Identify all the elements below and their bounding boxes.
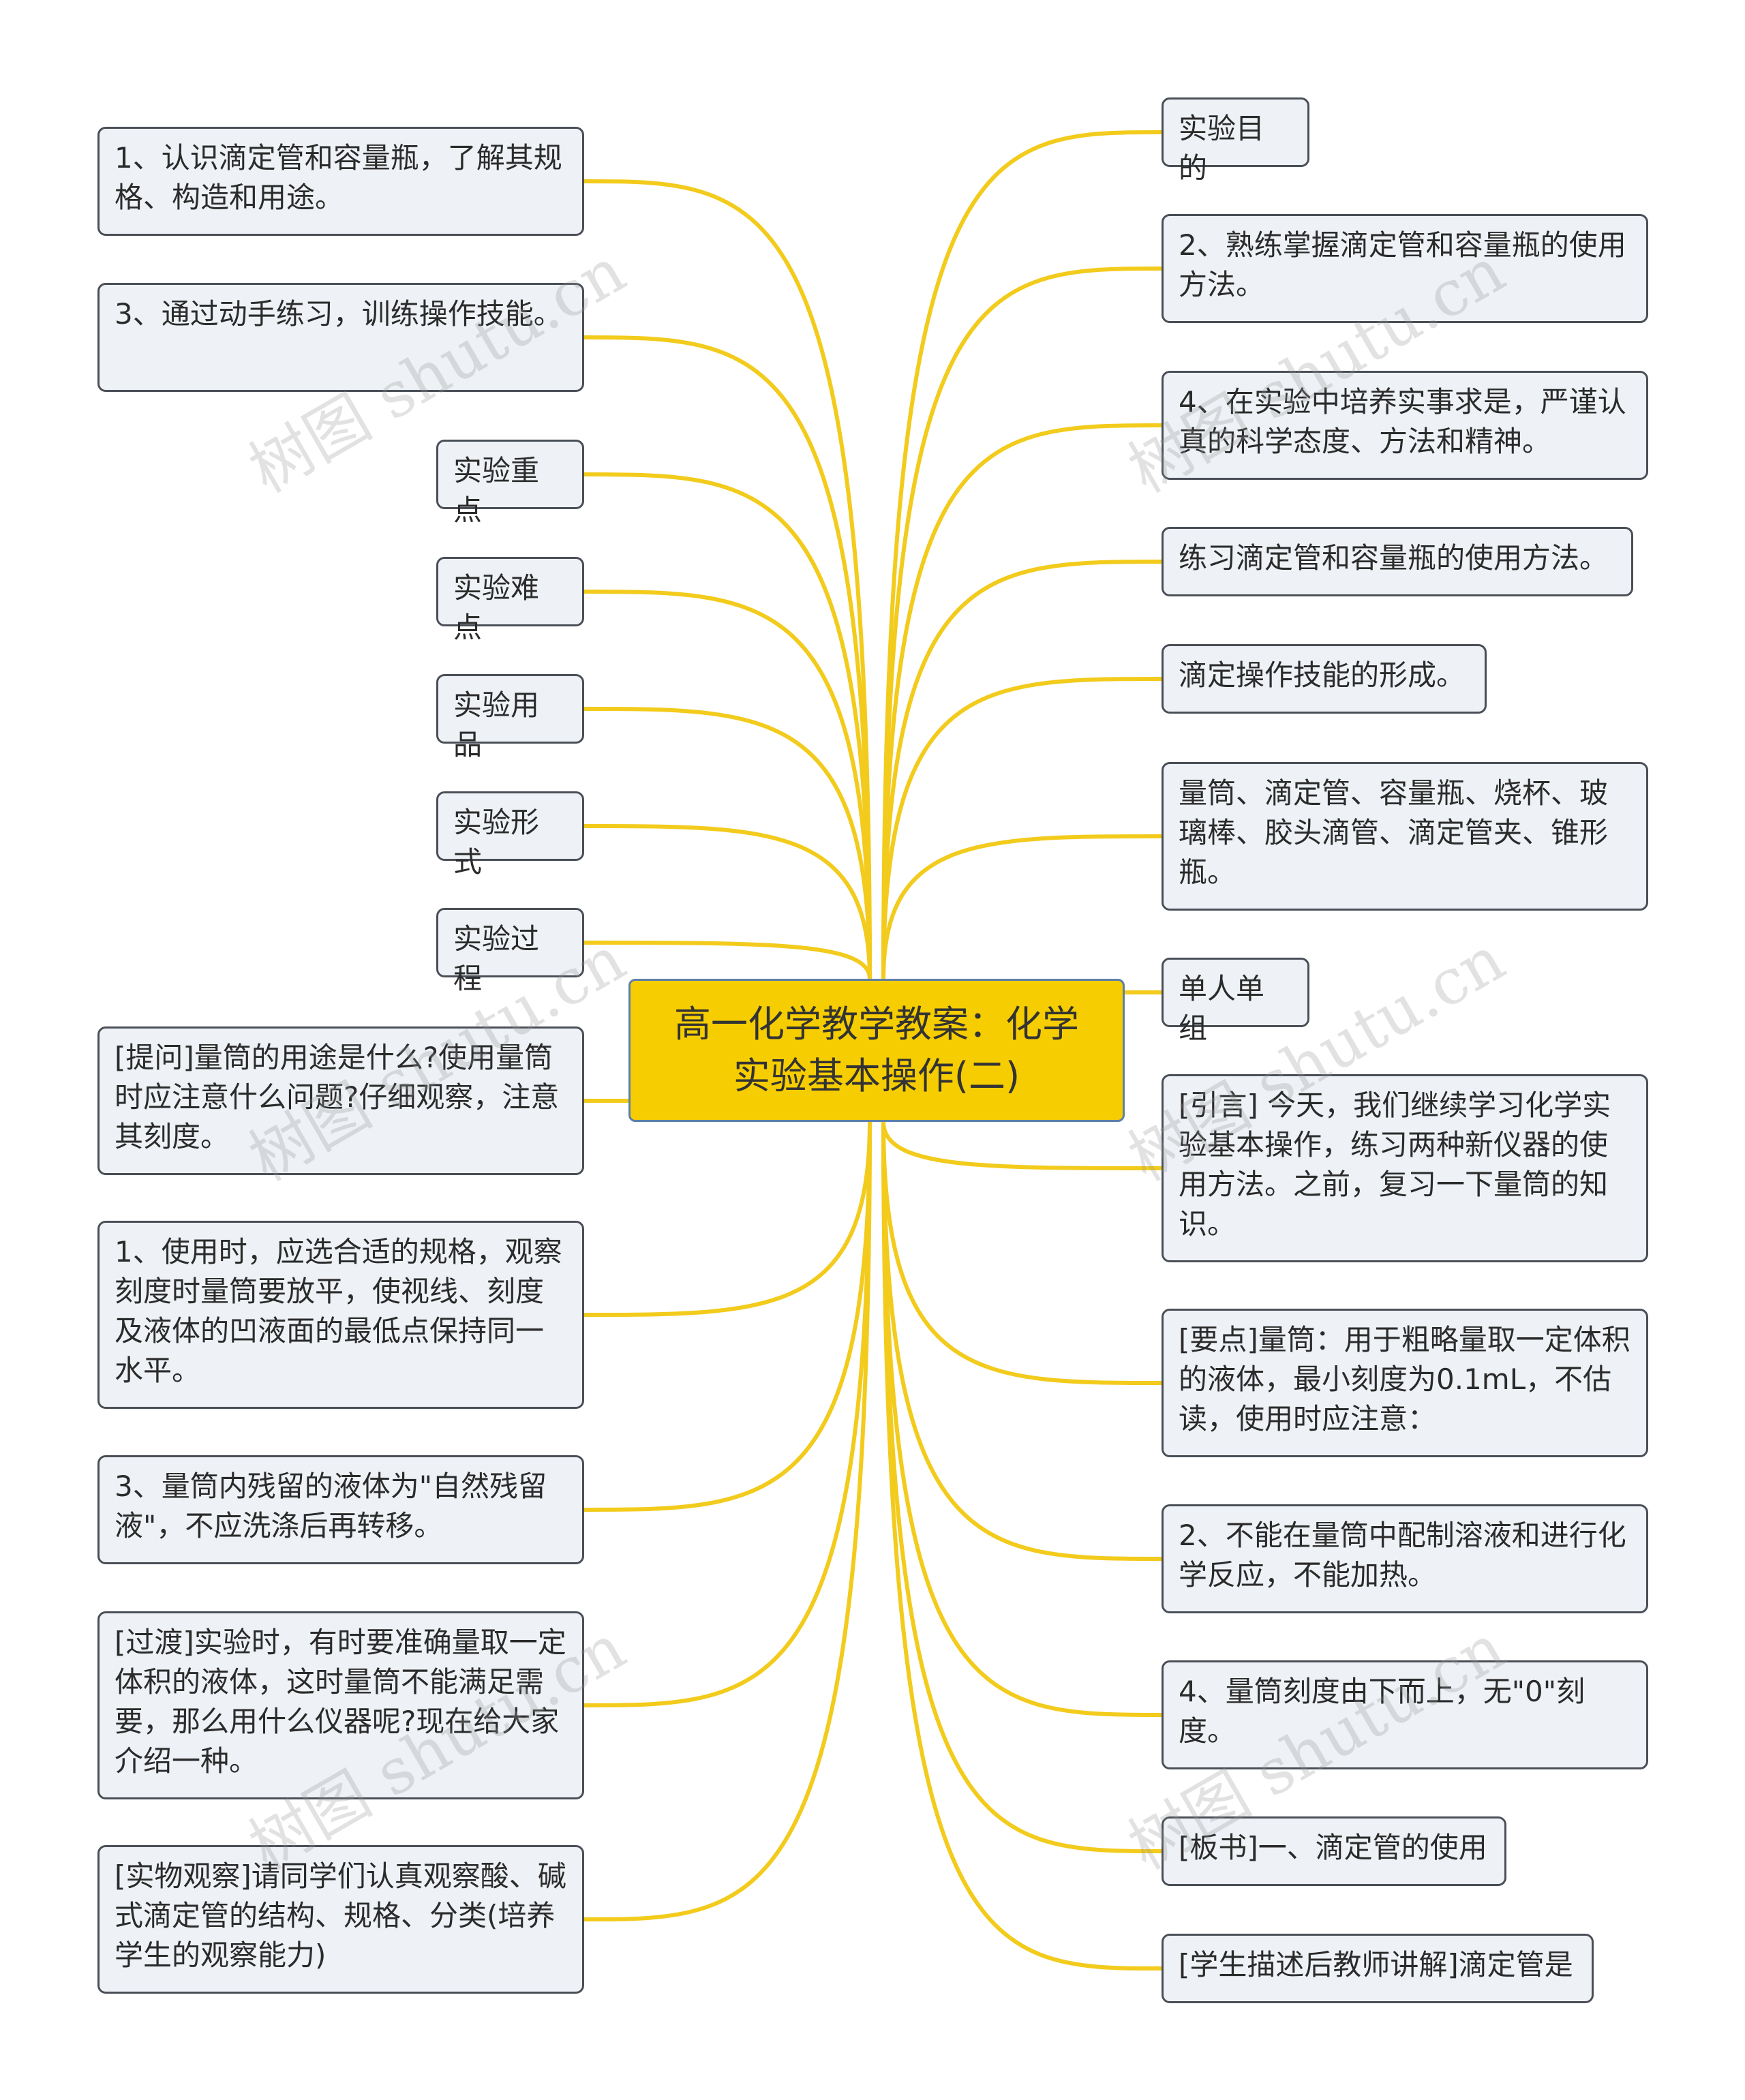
connector-line	[881, 677, 1162, 979]
node-label: [学生描述后教师讲解]滴定管是	[1179, 1948, 1573, 1981]
node-label: [板书]一、滴定管的使用	[1179, 1831, 1487, 1864]
connector-line	[583, 1121, 872, 1512]
node-label: 实验目的	[1179, 112, 1265, 185]
right-node-materials-list[interactable]: 量筒、滴定管、容量瓶、烧杯、玻璃棒、胶头滴管、滴定管夹、锥形瓶。	[1162, 762, 1648, 911]
node-label: 4、量筒刻度由下而上，无"0"刻度。	[1179, 1675, 1585, 1748]
left-node-usage-1[interactable]: 1、使用时，应选合适的规格，观察刻度时量筒要放平，使视线、刻度及液体的凹液面的最…	[97, 1221, 584, 1409]
connector-line	[881, 1121, 1162, 1853]
node-label: 实验用品	[453, 688, 540, 761]
right-node-difficulty-text[interactable]: 滴定操作技能的形成。	[1162, 644, 1487, 714]
node-label: 滴定操作技能的形成。	[1179, 658, 1466, 692]
node-label: 量筒、滴定管、容量瓶、烧杯、玻璃棒、胶头滴管、滴定管夹、锥形瓶。	[1179, 776, 1609, 889]
left-node-format[interactable]: 实验形式	[436, 791, 584, 879]
connector-line	[583, 179, 872, 979]
left-node-observation[interactable]: [实物观察]请同学们认真观察酸、碱式滴定管的结构、规格、分类(培养学生的观察能力…	[97, 1845, 584, 1994]
left-node-difficulties[interactable]: 实验难点	[436, 557, 584, 644]
right-node-usage-2[interactable]: 2、不能在量筒中配制溶液和进行化学反应，不能加热。	[1162, 1504, 1648, 1613]
root-topic-label: 高一化学教学教案：化学实验基本操作(二)	[674, 1003, 1079, 1097]
connector-line	[881, 267, 1162, 979]
left-node-objective-3[interactable]: 3、通过动手练习，训练操作技能。	[97, 283, 584, 392]
right-node-purpose[interactable]: 实验目的	[1162, 97, 1309, 185]
connector-line	[583, 472, 872, 979]
connector-line	[583, 707, 872, 979]
connector-line	[583, 1121, 872, 1317]
node-label: 1、使用时，应选合适的规格，观察刻度时量筒要放平，使视线、刻度及液体的凹液面的最…	[115, 1235, 562, 1387]
left-node-materials[interactable]: 实验用品	[436, 674, 584, 761]
connector-line	[583, 1121, 872, 1921]
node-label: 2、不能在量筒中配制溶液和进行化学反应，不能加热。	[1179, 1519, 1626, 1592]
connector-line	[583, 941, 872, 979]
left-node-usage-3[interactable]: 3、量筒内残留的液体为"自然残留液"，不应洗涤后再转移。	[97, 1455, 584, 1564]
node-label: 单人单组	[1179, 972, 1265, 1045]
connector-line	[881, 1121, 1162, 1385]
right-node-format-text[interactable]: 单人单组	[1162, 958, 1309, 1045]
connector-line	[881, 1121, 1162, 1170]
root-topic[interactable]: 高一化学教学教案：化学实验基本操作(二)	[628, 979, 1125, 1122]
left-node-process[interactable]: 实验过程	[436, 908, 584, 995]
node-label: 1、认识滴定管和容量瓶，了解其规格、构造和用途。	[115, 141, 562, 214]
connector-line	[881, 560, 1162, 979]
right-node-explanation[interactable]: [学生描述后教师讲解]滴定管是	[1162, 1934, 1594, 2003]
left-node-question[interactable]: [提问]量筒的用途是什么?使用量筒时应注意什么问题?仔细观察，注意其刻度。	[97, 1026, 584, 1175]
right-node-objective-2[interactable]: 2、熟练掌握滴定管和容量瓶的使用方法。	[1162, 214, 1648, 323]
node-label: 实验形式	[453, 806, 540, 879]
right-node-key-point-text[interactable]: 练习滴定管和容量瓶的使用方法。	[1162, 527, 1633, 596]
node-label: [提问]量筒的用途是什么?使用量筒时应注意什么问题?仔细观察，注意其刻度。	[115, 1041, 560, 1153]
left-node-objective-1[interactable]: 1、认识滴定管和容量瓶，了解其规格、构造和用途。	[97, 127, 584, 236]
connector-line	[881, 423, 1162, 979]
connector-line	[881, 1121, 1162, 1717]
node-label: 4、在实验中培养实事求是，严谨认真的科学态度、方法和精神。	[1179, 385, 1626, 458]
node-label: 实验难点	[453, 571, 540, 644]
connector-line	[583, 1121, 872, 1707]
connector-line	[881, 130, 1162, 979]
right-node-objective-4[interactable]: 4、在实验中培养实事求是，严谨认真的科学态度、方法和精神。	[1162, 371, 1648, 480]
connector-line	[583, 824, 872, 979]
node-label: [引言] 今天，我们继续学习化学实验基本操作，练习两种新仪器的使用方法。之前，复…	[1179, 1089, 1611, 1241]
connector-line	[881, 1121, 1162, 1970]
right-node-introduction[interactable]: [引言] 今天，我们继续学习化学实验基本操作，练习两种新仪器的使用方法。之前，复…	[1162, 1074, 1648, 1262]
node-label: 2、熟练掌握滴定管和容量瓶的使用方法。	[1179, 228, 1626, 301]
connector-line	[583, 590, 872, 979]
node-label: 3、通过动手练习，训练操作技能。	[115, 297, 562, 331]
connector-line	[881, 834, 1162, 979]
connector-line	[881, 1121, 1162, 1561]
node-label: [实物观察]请同学们认真观察酸、碱式滴定管的结构、规格、分类(培养学生的观察能力…	[115, 1859, 566, 1972]
left-node-key-points[interactable]: 实验重点	[436, 440, 584, 527]
connector-line	[583, 335, 872, 979]
right-node-board-note[interactable]: [板书]一、滴定管的使用	[1162, 1816, 1506, 1886]
right-node-usage-4[interactable]: 4、量筒刻度由下而上，无"0"刻度。	[1162, 1660, 1648, 1769]
node-label: 3、量筒内残留的液体为"自然残留液"，不应洗涤后再转移。	[115, 1470, 547, 1542]
node-label: 实验重点	[453, 454, 540, 527]
node-label: [要点]量筒：用于粗略量取一定体积的液体，最小刻度为0.1mL，不估读，使用时应…	[1179, 1323, 1630, 1435]
node-label: 实验过程	[453, 922, 540, 995]
right-node-key-points-cylinder[interactable]: [要点]量筒：用于粗略量取一定体积的液体，最小刻度为0.1mL，不估读，使用时应…	[1162, 1309, 1648, 1457]
left-node-transition[interactable]: [过渡]实验时，有时要准确量取一定体积的液体，这时量筒不能满足需要，那么用什么仪…	[97, 1611, 584, 1799]
node-label: 练习滴定管和容量瓶的使用方法。	[1179, 541, 1609, 575]
node-label: [过渡]实验时，有时要准确量取一定体积的液体，这时量筒不能满足需要，那么用什么仪…	[115, 1626, 566, 1778]
